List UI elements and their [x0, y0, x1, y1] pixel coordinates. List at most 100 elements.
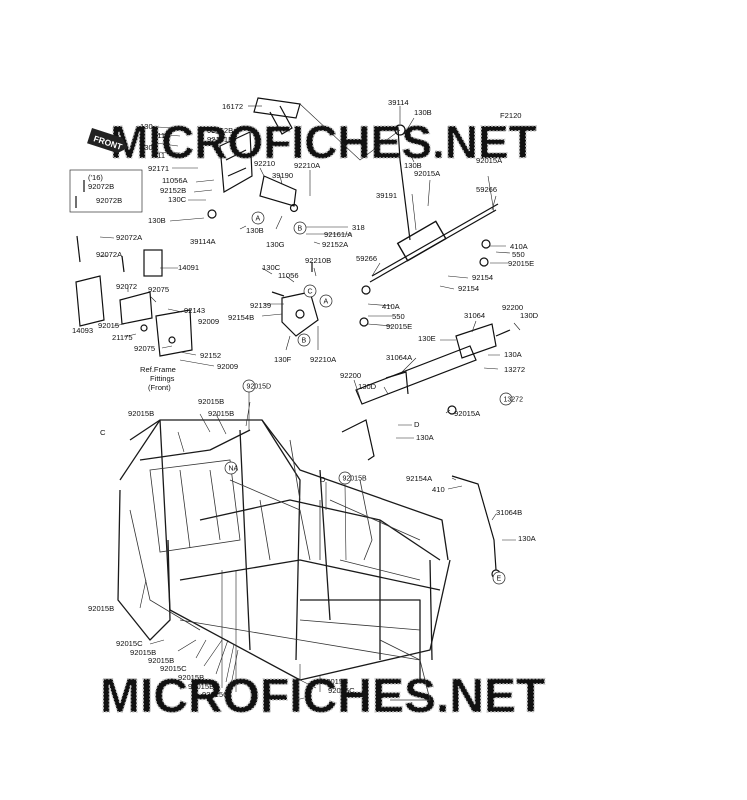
part-label-130d: 130D [520, 311, 539, 320]
part-label-318: 318 [352, 223, 365, 232]
part-label-130: 130 [140, 122, 153, 131]
part-label-31064a: 31064A [386, 353, 413, 362]
part-label-410a: 410A [510, 242, 529, 251]
legend-box [69, 169, 143, 213]
part-label-92154a: 92154A [406, 474, 433, 483]
part-label-130: 130 [140, 143, 153, 152]
part-label-92072b: 92072B [88, 182, 114, 191]
leader-lines [99, 105, 521, 701]
part-label-92015: 92015 [98, 321, 119, 330]
watermark-text-bottom: MICROFICHES.NET [100, 670, 545, 723]
main-frame [117, 419, 451, 701]
part-label-92015b: 92015B [322, 677, 348, 686]
part-label-92139: 92139 [250, 301, 271, 310]
left-small-parts [75, 235, 193, 357]
part-label-d: D [320, 475, 326, 484]
part-label-92015b: 92015B [343, 476, 367, 483]
part-label-92143: 92143 [184, 306, 205, 315]
part-label-92015c: 92015C [116, 639, 143, 648]
part-label-130b: 130B [148, 216, 166, 225]
part-label-92015b: 92015B [128, 409, 154, 418]
part-label-39191: 39191 [376, 191, 397, 200]
ref-frame-note: Ref.Frame Fittings (Front) [140, 365, 176, 392]
part-label-b: B [298, 226, 303, 233]
part-label-39114: 39114 [388, 98, 409, 107]
callout-circles: A B C A B 13272 E 92015D NA 92015B [224, 211, 524, 585]
part-label-92154: 92154 [458, 284, 479, 293]
part-label-c: C [100, 428, 106, 437]
part-label-130e: 130E [418, 334, 436, 343]
part-label--16-: ('16) [88, 173, 103, 182]
part-label-92015b: 92015B [188, 682, 214, 691]
part-label-a: A [324, 299, 329, 306]
part-label-92154: 92154 [472, 273, 493, 282]
part-label-92152: 92152 [200, 351, 221, 360]
part-label-92072a: 92072A [116, 233, 143, 242]
part-label-92009: 92009 [198, 317, 219, 326]
part-label-92015b: 92015B [88, 604, 114, 613]
rod-31064B [451, 475, 501, 579]
part-label-550: 550 [392, 312, 405, 321]
diagram-code: F2120 [500, 111, 522, 120]
part-label-13272: 13272 [504, 365, 525, 374]
watermark-top: MICROFICHES.NET [109, 115, 537, 168]
part-label-130b: 130B [414, 108, 432, 117]
part-label-21175: 21175 [112, 333, 133, 342]
part-label-92015d: 92015D [247, 384, 272, 391]
part-label-130g: 130G [266, 240, 285, 249]
part-label-92015c: 92015C [160, 664, 187, 673]
part-label-39114a: 39114A [190, 237, 217, 246]
part-label-92154b: 92154B [228, 313, 254, 322]
part-label-92210b: 92210B [305, 256, 331, 265]
part-label-92075: 92075 [148, 285, 169, 294]
part-label-130c: 130C [168, 195, 187, 204]
part-label-92015b: 92015B [130, 648, 156, 657]
part-label-d: D [414, 420, 420, 429]
part-label-130a: 130A [416, 433, 435, 442]
part-label-59266: 59266 [476, 185, 497, 194]
part-label-92015e: 92015E [386, 322, 412, 331]
part-label-92015a: 92015A [454, 409, 481, 418]
steering-column-assembly [207, 97, 401, 219]
part-label-92015a: 92015A [476, 156, 503, 165]
part-label-92161-a: 92161/A [324, 230, 353, 239]
part-labels: 16172 130 411 92152B 92161B 130 411 9217… [72, 98, 539, 699]
part-label-92072: 92072 [116, 282, 137, 291]
part-label-fittings: Fittings [150, 374, 175, 383]
part-label-92072b: 92072B [96, 196, 122, 205]
part-label-130b: 130B [404, 161, 422, 170]
part-label-92210: 92210 [254, 159, 275, 168]
part-label-31064: 31064 [464, 311, 485, 320]
part-label-92015b: 92015B [208, 409, 234, 418]
part-label-14093: 14093 [72, 326, 93, 335]
part-label-92200: 92200 [502, 303, 523, 312]
part-label-130f: 130F [274, 355, 292, 364]
part-label-92210a: 92210A [310, 355, 337, 364]
part-label-411: 411 [153, 131, 165, 140]
part-label-92161b: 92161B [207, 135, 233, 144]
part-label-130a: 130A [504, 350, 523, 359]
part-label-130b: 130B [246, 226, 264, 235]
part-label-92152b: 92152B [160, 186, 186, 195]
part-label-410: 410 [432, 485, 445, 494]
watermark-text-top: MICROFICHES.NET [110, 116, 537, 168]
part-label-92015b: 92015B [198, 397, 224, 406]
part-label-92009: 92009 [217, 362, 238, 371]
part-label-130c: 130C [262, 263, 281, 272]
part-label-130a: 130A [518, 534, 537, 543]
part-label-92015a: 92015A [414, 169, 441, 178]
part-label-92015e: 92015E [508, 259, 534, 268]
part-label-410a: 410A [382, 302, 401, 311]
part-label-550: 550 [512, 250, 525, 259]
part-label-13272: 13272 [504, 397, 524, 404]
part-label-130d: 130D [358, 382, 377, 391]
part-label-92015c: 92015C [202, 690, 229, 699]
part-label-na: NA [229, 466, 239, 473]
steering-rack [359, 124, 499, 327]
part-label-16172: 16172 [222, 102, 243, 111]
part-label-411: 411 [153, 151, 165, 160]
right-bracket-assembly [341, 323, 511, 461]
part-label-b: B [302, 338, 307, 345]
part-label-92015b: 92015B [148, 656, 174, 665]
